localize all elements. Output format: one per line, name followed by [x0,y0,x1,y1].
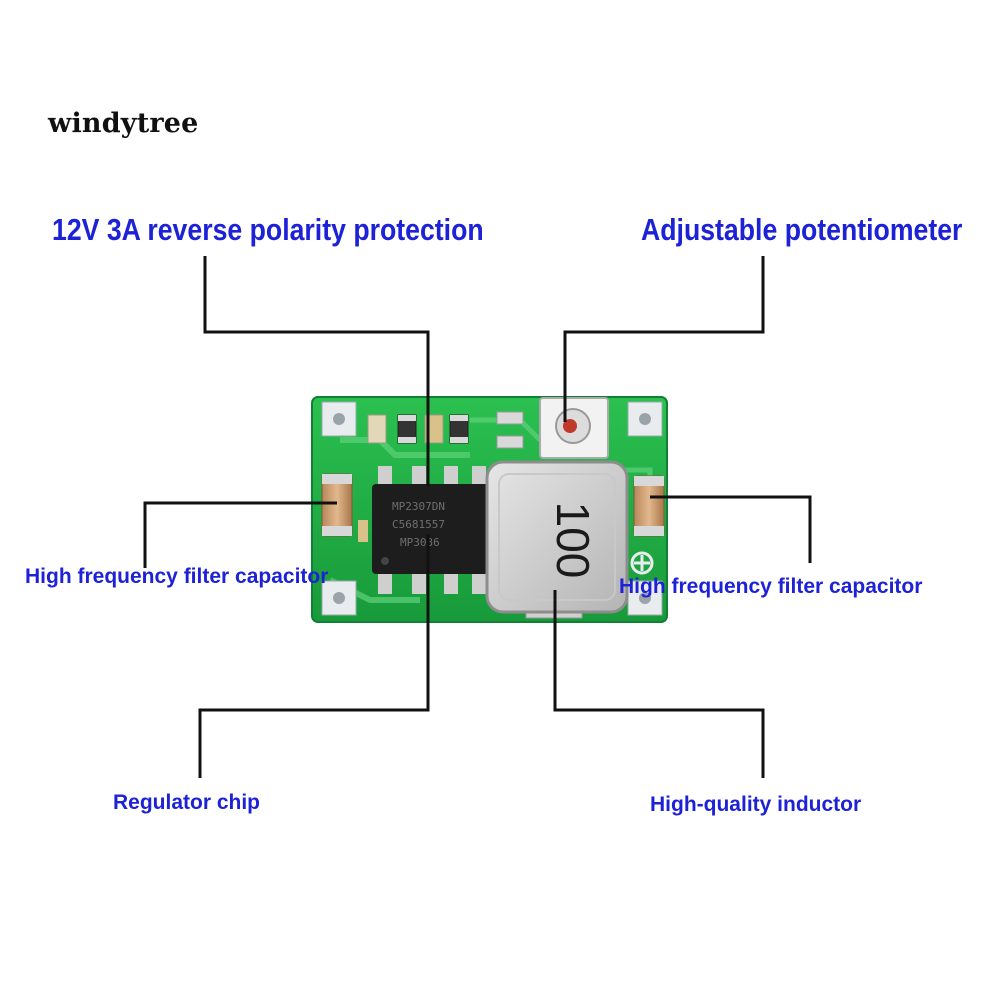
watermark-text: windytree [48,108,199,139]
svg-text:C5681557: C5681557 [392,518,445,531]
svg-text:MP2307DN: MP2307DN [392,500,445,513]
right-capacitor [633,475,665,537]
label-filter-capacitor-right: High frequency filter capacitor [619,575,923,598]
leader-regulator [198,534,430,778]
leader-protection [203,256,430,486]
leader-cap-left [143,501,337,568]
mounting-pads [321,401,663,616]
leader-potentiometer [563,256,765,422]
label-reverse-polarity: 12V 3A reverse polarity protection [52,212,484,247]
label-regulator-chip: Regulator chip [113,791,261,814]
leader-cap-right [650,495,812,563]
leader-lines [143,256,812,778]
left-capacitor [321,473,353,537]
inductor-marking: 100 [547,502,599,579]
regulator-chip: MP2307DN C5681557 MP3036 [372,466,490,594]
svg-text:MP3036: MP3036 [400,536,440,549]
smd-components [358,411,524,542]
label-potentiometer: Adjustable potentiometer [641,212,963,247]
label-filter-capacitor-left: High frequency filter capacitor [25,565,329,588]
label-inductor: High-quality inductor [650,793,862,816]
potentiometer [539,397,609,459]
leader-inductor [553,590,765,778]
